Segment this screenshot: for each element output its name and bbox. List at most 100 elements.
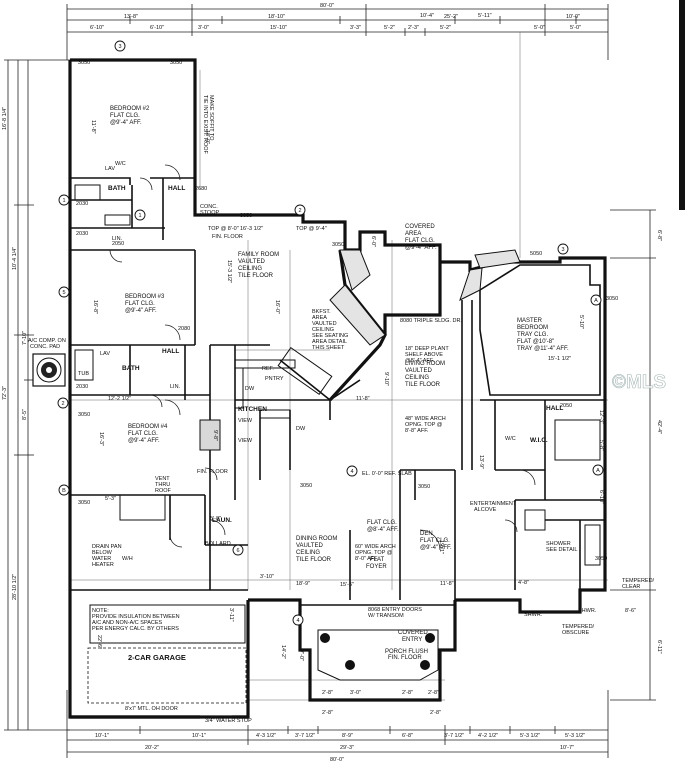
svg-text:3050: 3050 — [300, 483, 312, 489]
marker-icon: A — [590, 294, 602, 306]
svg-text:80'-0": 80'-0" — [320, 3, 334, 9]
svg-text:5050: 5050 — [530, 251, 542, 257]
marker-icon: 4 — [292, 614, 304, 626]
svg-text:REF.: REF. — [262, 366, 274, 372]
svg-text:3050: 3050 — [78, 60, 90, 66]
svg-text:11'-8": 11'-8" — [356, 396, 370, 402]
room-label-wic: W.I.C. — [530, 437, 548, 444]
room-label-garage: 2-CAR GARAGE — [128, 653, 186, 662]
svg-text:A: A — [594, 298, 598, 304]
svg-text:DW: DW — [245, 386, 255, 392]
marker-icon: 2 — [294, 204, 306, 216]
svg-text:5'-8": 5'-8" — [210, 516, 221, 522]
svg-text:3'-0": 3'-0" — [350, 690, 361, 696]
svg-text:A: A — [596, 468, 600, 474]
svg-text:11'-8": 11'-8" — [440, 581, 454, 587]
room-label-laundry: LAUN. — [212, 517, 232, 524]
svg-text:18'-9": 18'-9" — [296, 581, 310, 587]
svg-text:7'-0": 7'-0" — [298, 650, 304, 661]
label-bollard: BOLLARD — [205, 541, 231, 547]
svg-text:10'-1": 10'-1" — [95, 733, 109, 739]
svg-text:10'-7": 10'-7" — [560, 745, 574, 751]
svg-text:5'-8": 5'-8" — [598, 440, 604, 451]
svg-text:2: 2 — [61, 401, 64, 407]
svg-text:28'-10 1/2": 28'-10 1/2" — [12, 574, 18, 600]
svg-text:2'-8": 2'-8" — [322, 690, 333, 696]
svg-text:5'-3 1/2": 5'-3 1/2" — [520, 733, 540, 739]
svg-text:TOP @ 9'-4": TOP @ 9'-4" — [296, 226, 327, 232]
svg-text:5'-2": 5'-2" — [384, 25, 395, 31]
section-markers: 3 1 1 5 2 2 3 4 4 6 A A B — [57, 40, 604, 626]
svg-text:3: 3 — [561, 247, 564, 253]
svg-text:4: 4 — [296, 618, 299, 624]
window-tags: 3050 3050 3050 2030 2030 2050 2030 3050 … — [76, 60, 618, 562]
svg-text:15'-3 1/2": 15'-3 1/2" — [226, 260, 232, 283]
svg-text:13'-8": 13'-8" — [124, 14, 138, 20]
svg-text:5'-2": 5'-2" — [440, 25, 451, 31]
svg-text:W/H: W/H — [122, 556, 133, 562]
svg-text:3050: 3050 — [595, 556, 607, 562]
svg-text:5'-3": 5'-3" — [105, 496, 116, 502]
svg-text:9'-8": 9'-8" — [212, 430, 218, 441]
svg-text:22'-6": 22'-6" — [96, 635, 102, 649]
svg-text:3'-3": 3'-3" — [350, 25, 361, 31]
svg-text:2'-8": 2'-8" — [402, 690, 413, 696]
svg-text:LAV: LAV — [105, 166, 115, 172]
svg-text:4: 4 — [350, 469, 353, 475]
svg-text:6'-11": 6'-11" — [656, 640, 662, 654]
svg-text:6'-8": 6'-8" — [656, 230, 662, 241]
svg-text:9'-10": 9'-10" — [383, 372, 389, 386]
svg-text:5'-3 1/2": 5'-3 1/2" — [565, 733, 585, 739]
svg-text:B: B — [62, 488, 66, 494]
svg-text:FIN. FLOOR: FIN. FLOOR — [212, 234, 243, 240]
svg-text:72'-3": 72'-3" — [2, 386, 8, 400]
svg-text:15'-5": 15'-5" — [340, 582, 354, 588]
room-label-kitchen: KITCHEN — [238, 406, 267, 413]
svg-text:5'-0": 5'-0" — [534, 25, 545, 31]
room-label-bath-top: BATH — [108, 185, 126, 192]
svg-text:2'-3": 2'-3" — [408, 25, 419, 31]
svg-text:3050: 3050 — [240, 213, 252, 219]
svg-text:SHWR.: SHWR. — [578, 608, 597, 614]
marker-icon: 1 — [134, 209, 146, 221]
label-shwr: SHWR. — [524, 612, 543, 618]
svg-text:6'-10": 6'-10" — [150, 25, 164, 31]
svg-text:1: 1 — [62, 198, 65, 204]
svg-text:2050: 2050 — [560, 403, 572, 409]
svg-text:29'-3": 29'-3" — [340, 745, 354, 751]
svg-text:2'-8": 2'-8" — [430, 710, 441, 716]
svg-text:5: 5 — [62, 290, 65, 296]
svg-text:10'-1": 10'-1" — [192, 733, 206, 739]
room-label-hall-mid: HALL — [162, 348, 179, 355]
svg-text:6'-10": 6'-10" — [90, 25, 104, 31]
svg-text:2'-8": 2'-8" — [428, 690, 439, 696]
label-tempered-obscure: TEMPERED/OBSCURE — [562, 624, 595, 636]
svg-text:TOP @ 8'-0": TOP @ 8'-0" — [208, 226, 239, 232]
svg-text:15'-1 1/2": 15'-1 1/2" — [548, 356, 571, 362]
svg-text:2050: 2050 — [112, 241, 124, 247]
svg-text:3050: 3050 — [78, 500, 90, 506]
svg-text:20'-2": 20'-2" — [145, 745, 159, 751]
svg-text:2080: 2080 — [178, 326, 190, 332]
label-garage-door: 8'x7' MTL. OH DOOR — [125, 706, 178, 712]
marker-icon: 2 — [57, 397, 69, 409]
svg-text:6'-0": 6'-0" — [370, 236, 376, 247]
svg-text:3050: 3050 — [170, 60, 182, 66]
svg-text:VIEW: VIEW — [238, 438, 253, 444]
svg-text:1: 1 — [138, 213, 141, 219]
label-fin-floor: FIN. FLOOR — [197, 469, 228, 475]
svg-text:3'-7 1/2": 3'-7 1/2" — [444, 733, 464, 739]
